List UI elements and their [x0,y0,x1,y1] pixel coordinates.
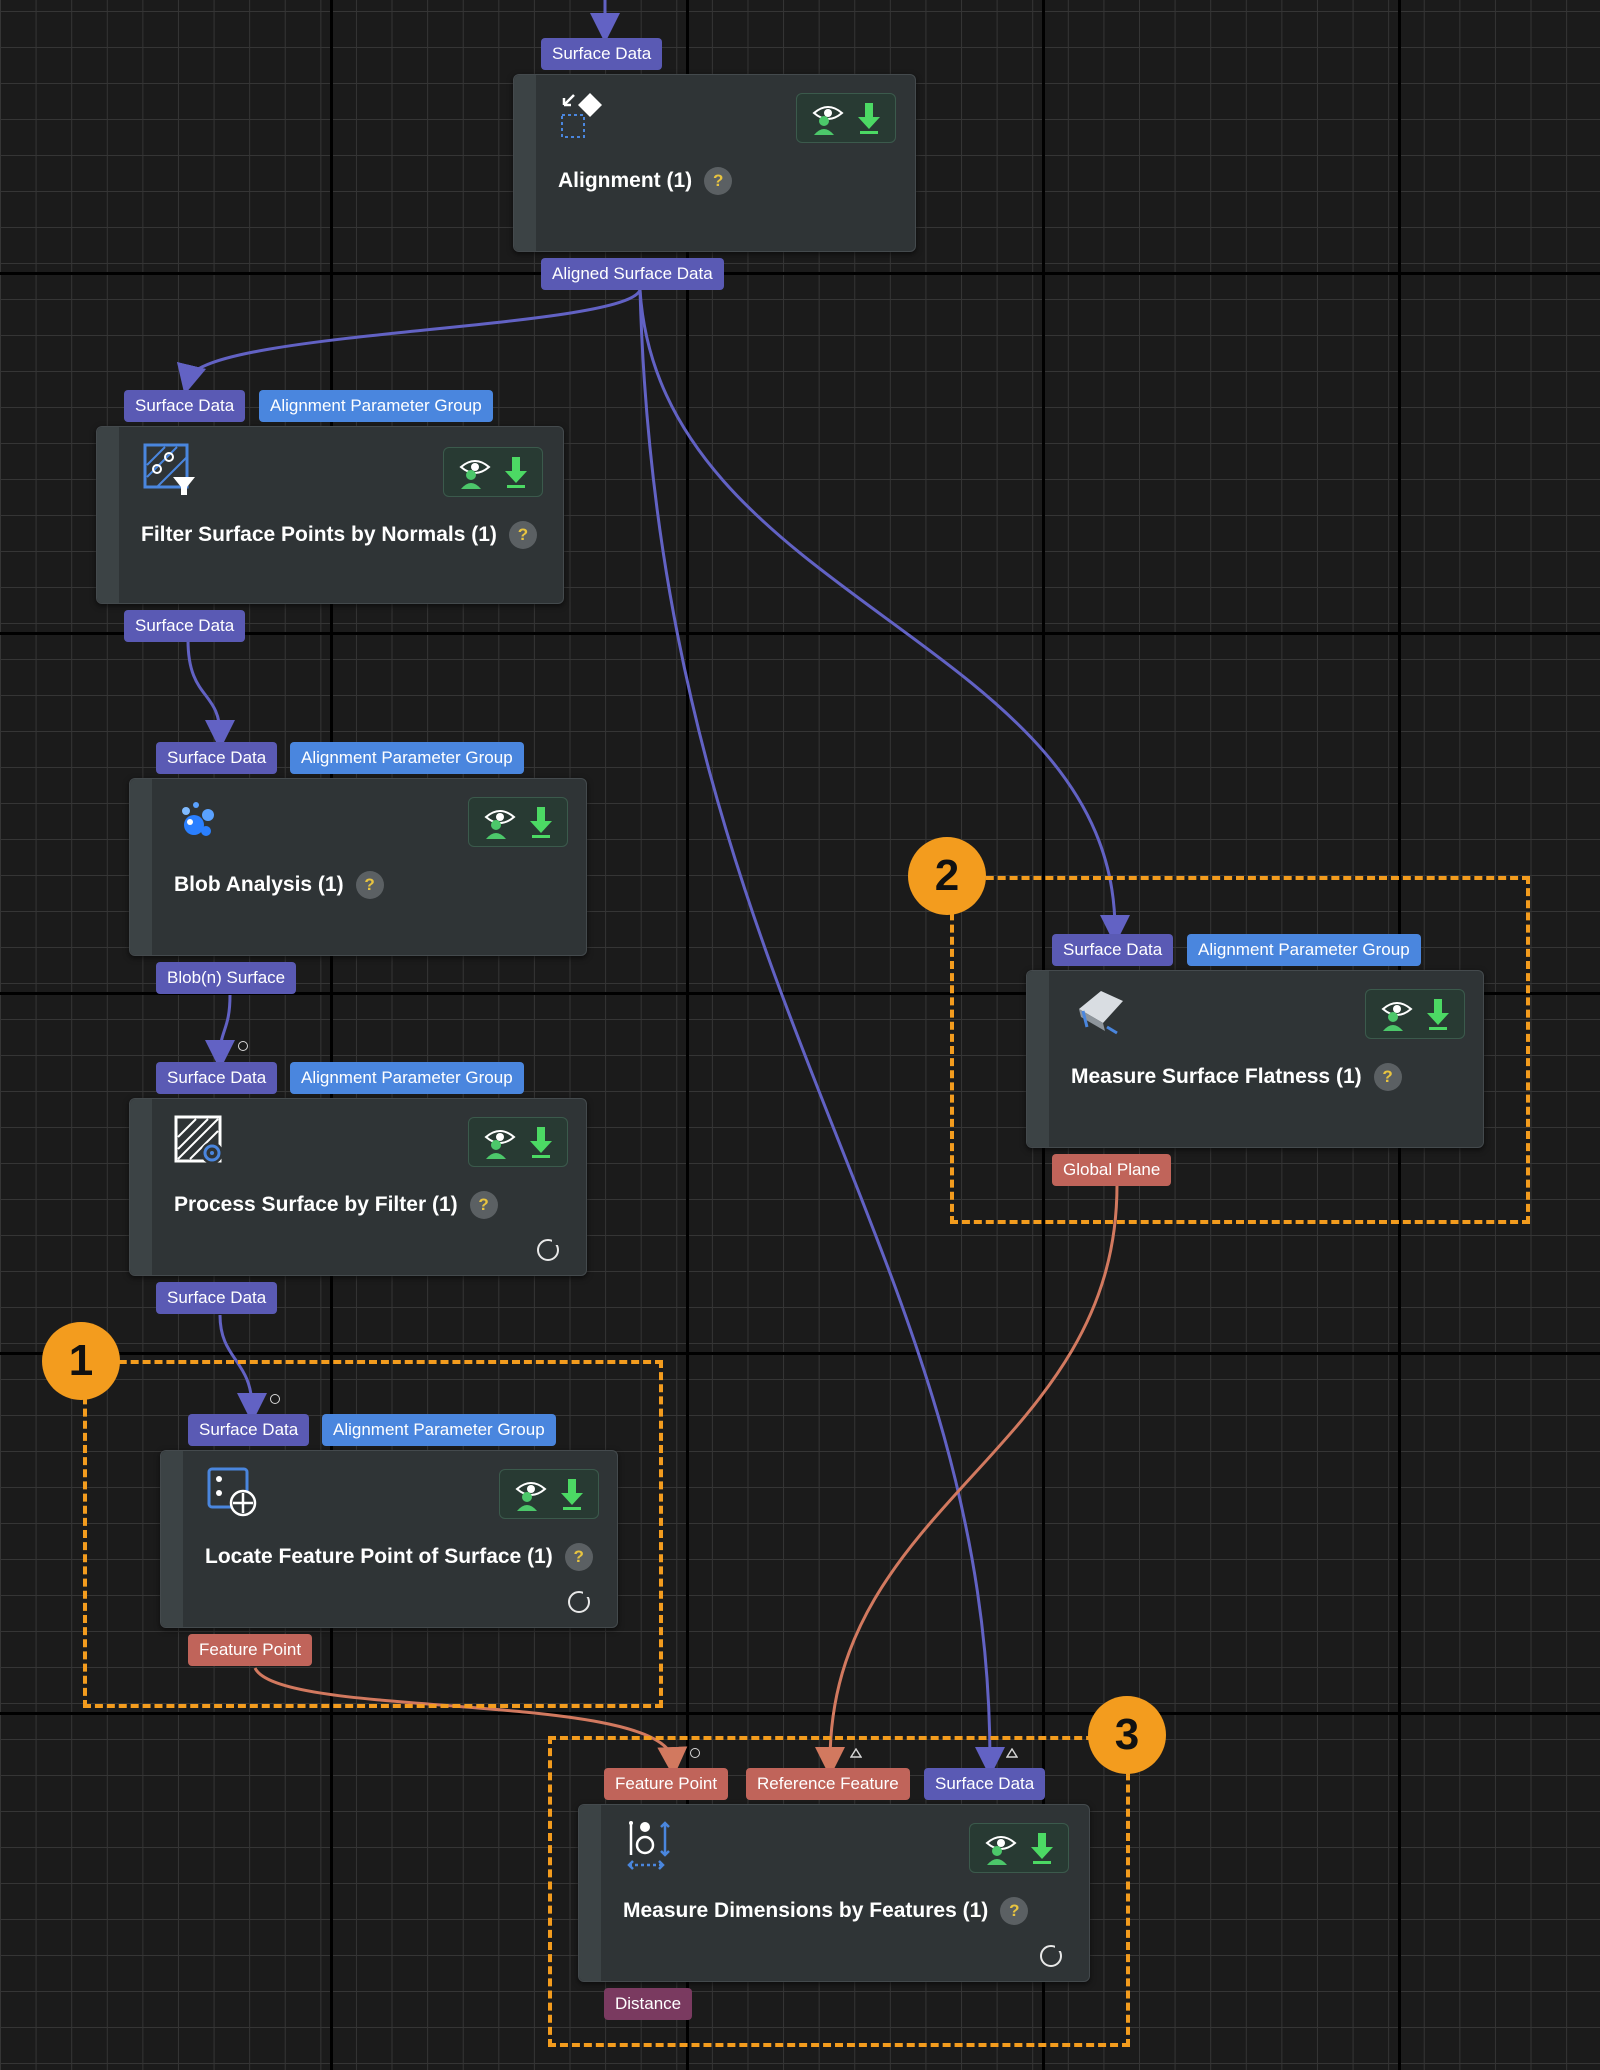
wire-alignment-measure [638,289,1005,1777]
refresh-icon[interactable] [537,1237,560,1261]
input-pin-indicator [270,1394,280,1404]
eye-person-icon[interactable] [811,101,845,135]
port-process-surface-data[interactable]: Surface Data [156,1062,278,1094]
eye-person-icon[interactable] [458,455,492,489]
wire-flatness-measure [815,1184,1119,1777]
badge-1: 1 [42,1322,120,1400]
node-actions [969,1823,1069,1873]
eye-person-icon[interactable] [483,1125,517,1159]
wire-alignment-filter [177,289,642,395]
port-measure-feature-point[interactable]: Feature Point [604,1768,729,1800]
refresh-icon[interactable] [1040,1943,1063,1967]
input-pin-warning-icon [1005,1747,1019,1758]
node-filter-surface-points[interactable]: Filter Surface Points by Normals (1) ? [96,426,564,604]
port-process-output-surface-data[interactable]: Surface Data [156,1282,278,1314]
node-actions [1365,989,1465,1039]
download-arrow-icon[interactable] [503,455,529,489]
node-actions [499,1469,599,1519]
node-actions [468,797,568,847]
port-measure-distance[interactable]: Distance [604,1988,693,2020]
node-title: Alignment (1) ? [558,167,733,195]
input-pin-warning-icon [849,1747,863,1758]
feature-point-icon [207,1467,257,1517]
download-arrow-icon[interactable] [559,1477,585,1511]
port-process-alignment-parameter-group[interactable]: Alignment Parameter Group [290,1062,524,1094]
node-title: Measure Surface Flatness (1) ? [1071,1063,1402,1091]
flatness-icon [1079,991,1123,1035]
port-filter-alignment-parameter-group[interactable]: Alignment Parameter Group [259,390,493,422]
help-icon[interactable]: ? [704,167,733,195]
port-blob-alignment-parameter-group[interactable]: Alignment Parameter Group [290,742,524,774]
port-locate-alignment-parameter-group[interactable]: Alignment Parameter Group [322,1414,556,1446]
help-icon[interactable]: ? [469,1191,498,1219]
help-icon[interactable]: ? [1373,1063,1402,1091]
port-locate-feature-point[interactable]: Feature Point [188,1634,313,1666]
wire-alignment-flatness [638,289,1130,945]
input-pin-indicator [238,1041,248,1051]
download-arrow-icon[interactable] [856,101,882,135]
alignment-icon [561,93,602,138]
highlight-region-1 [83,1360,663,1708]
port-blob-output[interactable]: Blob(n) Surface [156,962,297,994]
node-title: Filter Surface Points by Normals (1) ? [141,521,537,549]
highlight-region-2 [950,876,1530,1224]
port-flatness-alignment-parameter-group[interactable]: Alignment Parameter Group [1187,934,1421,966]
download-arrow-icon[interactable] [1029,1831,1055,1865]
help-icon[interactable]: ? [564,1543,593,1571]
download-arrow-icon[interactable] [1425,997,1451,1031]
node-locate-feature-point[interactable]: Locate Feature Point of Surface (1) ? [160,1450,618,1628]
eye-person-icon[interactable] [483,805,517,839]
dimension-icon [627,1821,670,1870]
node-alignment[interactable]: Alignment (1) ? [513,74,916,252]
node-title: Measure Dimensions by Features (1) ? [623,1897,1029,1925]
node-actions [443,447,543,497]
blob-icon [182,802,214,836]
eye-person-icon[interactable] [984,1831,1018,1865]
eye-person-icon[interactable] [1380,997,1414,1031]
port-blob-surface-data[interactable]: Surface Data [156,742,278,774]
eye-person-icon[interactable] [514,1477,548,1511]
node-title: Process Surface by Filter (1) ? [174,1191,498,1219]
port-filter-surface-data[interactable]: Surface Data [124,390,246,422]
port-locate-surface-data[interactable]: Surface Data [188,1414,310,1446]
refresh-icon[interactable] [568,1589,591,1613]
surface-filter-icon [174,1115,223,1164]
filter-normals-icon [143,443,195,495]
port-flatness-global-plane[interactable]: Global Plane [1052,1154,1172,1186]
node-process-surface[interactable]: Process Surface by Filter (1) ? [129,1098,587,1276]
port-filter-output-surface-data[interactable]: Surface Data [124,610,246,642]
node-measure-surface-flatness[interactable]: Measure Surface Flatness (1) ? [1026,970,1484,1148]
port-alignment-surface-data[interactable]: Surface Data [541,38,663,70]
node-blob-analysis[interactable]: Blob Analysis (1) ? [129,778,587,956]
badge-2: 2 [908,837,986,915]
wire-blob-process [205,994,236,1070]
badge-3: 3 [1088,1696,1166,1774]
wire-filter-blob [186,639,235,750]
port-alignment-aligned-surface-data[interactable]: Aligned Surface Data [541,258,724,290]
node-actions [796,93,896,143]
node-actions [468,1117,568,1167]
help-icon[interactable]: ? [1000,1897,1029,1925]
node-title: Blob Analysis (1) ? [174,871,384,899]
port-flatness-surface-data[interactable]: Surface Data [1052,934,1174,966]
help-icon[interactable]: ? [355,871,384,899]
input-pin-indicator [690,1748,700,1758]
download-arrow-icon[interactable] [528,805,554,839]
help-icon[interactable]: ? [508,521,537,549]
highlight-region-3 [548,1736,1130,2047]
node-measure-dimensions[interactable]: Measure Dimensions by Features (1) ? [578,1804,1090,1982]
node-title: Locate Feature Point of Surface (1) ? [205,1543,593,1571]
download-arrow-icon[interactable] [528,1125,554,1159]
port-measure-reference-feature[interactable]: Reference Feature [746,1768,910,1800]
port-measure-surface-data[interactable]: Surface Data [924,1768,1046,1800]
